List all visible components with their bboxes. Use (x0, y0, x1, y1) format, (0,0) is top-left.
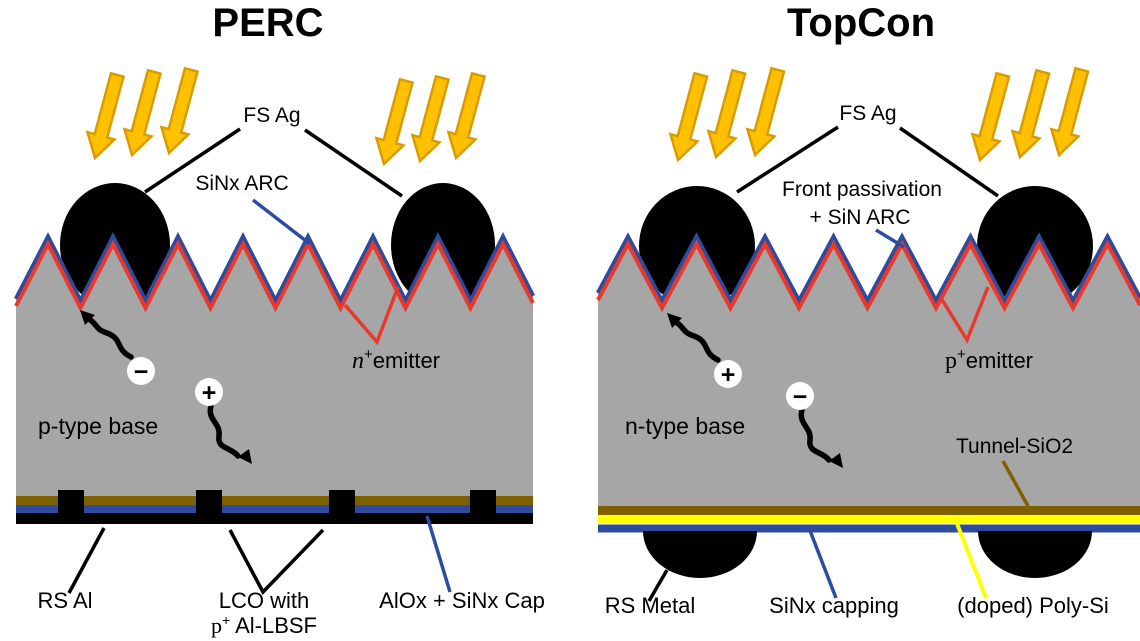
perc-alox-layer (16, 496, 533, 505)
topcon-rs-metal-label: RS Metal (605, 593, 695, 618)
perc-bulk-label: p-type base (38, 413, 158, 439)
topcon-panel: TopCon FS Ag Front passivation + SiN ARC (596, 1, 1140, 618)
perc-lco-label-line2-rest: Al-LBSF (230, 613, 317, 638)
hole-circle (714, 360, 742, 388)
electron-motion-arrowhead (80, 310, 95, 325)
perc-lco-label-line1: LCO with (219, 588, 309, 613)
topcon-tunnel-sio2-label: Tunnel-SiO2 (956, 435, 1073, 458)
hole-motion-arrowhead (238, 449, 252, 464)
hole-motion-arrow (207, 403, 241, 459)
sun-arrow-icon (159, 66, 200, 156)
perc-arc-label: SiNx ARC (195, 172, 288, 195)
topcon-tunnel-sio2-layer (598, 506, 1140, 515)
perc-emitter-label-sup: + (364, 346, 373, 363)
perc-lco-label-line2: p+ Al-LBSF (211, 612, 317, 638)
electron-motion-arrow (86, 316, 134, 360)
topcon-sin-arc-layer (596, 232, 1140, 306)
perc-lco-label-line2-sup: + (222, 612, 230, 628)
topcon-rs-metal-leader (647, 569, 669, 602)
sun-arrow-icon (122, 68, 163, 158)
perc-emitter-layer (14, 239, 535, 313)
perc-rs-al-leader (67, 527, 106, 594)
perc-lco-leader (228, 528, 325, 595)
perc-alox-label: AlOx + SiNx Cap (379, 588, 545, 613)
perc-fs-ag-label: FS Ag (243, 104, 300, 127)
hole-plus-icon: + (721, 361, 736, 389)
topcon-poly-si-layer (598, 515, 1140, 523)
topcon-arc-leader (875, 228, 905, 249)
perc-sunlight-arrows (85, 66, 487, 167)
topcon-bulk-label: n-type base (625, 413, 745, 439)
topcon-arc-label-line1: Front passivation (782, 178, 942, 201)
topcon-arc-label-line2: + SiN ARC (810, 206, 911, 229)
perc-arc-leader (251, 198, 312, 246)
sun-arrow-icon (410, 74, 451, 164)
perc-fs-ag-leader-left (144, 127, 241, 194)
sun-arrow-icon (374, 77, 415, 167)
topcon-sinx-capping-layer (598, 524, 1140, 533)
topcon-poly-si-label: (doped) Poly-Si (957, 593, 1109, 618)
perc-local-contact-1 (58, 490, 84, 523)
perc-emitter-callout-lines (343, 286, 400, 346)
topcon-fs-ag-leader-left (736, 125, 839, 194)
perc-alox-leader (425, 515, 452, 593)
sun-arrow-icon (668, 71, 709, 163)
sun-arrow-icon (706, 68, 747, 160)
perc-fs-ag-leader-right (304, 128, 403, 198)
hole-plus-icon: + (202, 379, 217, 407)
topcon-rear-contact-left (643, 531, 757, 578)
sun-arrow-icon (1010, 68, 1051, 160)
hole-motion-arrow (673, 319, 721, 363)
topcon-emitter-label-rest: emitter (966, 348, 1033, 373)
topcon-emitter-label-sup: + (957, 346, 966, 363)
perc-emitter-label: n+emitter (352, 346, 440, 374)
sun-arrow-icon (446, 71, 487, 161)
topcon-title: TopCon (787, 1, 935, 45)
topcon-fs-ag-label: FS Ag (839, 102, 896, 125)
perc-rs-al-label: RS Al (37, 588, 92, 613)
topcon-sunlight-arrows (668, 66, 1090, 163)
perc-emitter-label-base: n (352, 348, 364, 374)
hole-motion-arrowhead (667, 313, 682, 328)
electron-motion-arrow (798, 407, 832, 463)
perc-lco-label-line2-base: p (211, 613, 222, 638)
topcon-emitter-label: p+emitter (945, 346, 1033, 374)
sun-arrow-icon (1049, 66, 1090, 158)
sun-arrow-icon (745, 66, 786, 158)
topcon-rear-contact-right (978, 531, 1092, 578)
electron-circle (127, 357, 155, 385)
perc-panel: PERC FS Ag SiNx ARC (14, 1, 545, 638)
perc-rear-al-layer (16, 513, 533, 524)
topcon-fs-ag-leader-right (899, 126, 999, 198)
topcon-poly-si-leader (954, 520, 988, 599)
topcon-sinx-capping-label: SiNx capping (769, 593, 899, 618)
topcon-tunnel-sio2-leader (1001, 460, 1030, 507)
electron-minus-icon: − (793, 383, 808, 411)
electron-minus-icon: − (134, 358, 149, 386)
hole-circle (195, 378, 223, 406)
perc-emitter-label-rest: emitter (373, 348, 440, 373)
topcon-emitter-label-base: p (945, 348, 957, 374)
electron-circle (786, 382, 814, 410)
perc-local-contact-3 (329, 490, 355, 523)
sun-arrow-icon (970, 71, 1011, 163)
topcon-sinx-capping-leader (807, 527, 838, 599)
topcon-emitter-callout-lines (939, 286, 990, 344)
perc-local-contact-4 (470, 490, 496, 523)
sun-arrow-icon (85, 71, 126, 161)
electron-motion-arrowhead (829, 453, 843, 468)
topcon-emitter-layer (596, 239, 1140, 313)
perc-title: PERC (212, 1, 323, 45)
perc-sinx-arc-layer (14, 232, 536, 306)
perc-local-contact-2 (196, 490, 222, 523)
perc-sinx-cap-layer (16, 505, 533, 513)
